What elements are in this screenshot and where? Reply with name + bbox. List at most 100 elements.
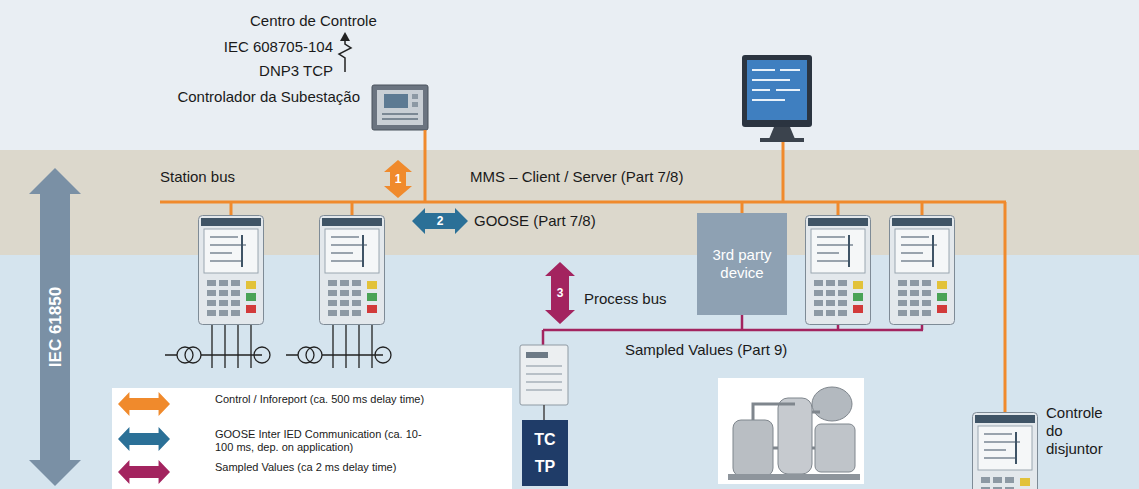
protocol-label: Sampled Values (Part 9): [625, 341, 787, 359]
current-transformer-symbols-part: [212, 325, 251, 368]
device-label-slot: Controlador da Subestação: [177, 88, 360, 106]
hmi-monitor-part: [747, 60, 807, 120]
iec61850-arrow-part: [29, 168, 81, 486]
merging-unit: [520, 345, 568, 420]
legend-entry: Control / Inforeport (ca. 500 ms delay t…: [215, 393, 430, 406]
background-bands-part: [0, 0, 1139, 150]
current-transformer-symbols-part: [165, 354, 262, 355]
hmi-monitor-part: [742, 55, 812, 127]
bus-label-slot: Process bus: [584, 290, 667, 308]
ied-devices-part: [890, 216, 955, 325]
current-transformer-symbols-part: [333, 325, 372, 368]
ied-devices-part: [806, 216, 871, 325]
standard-label-slot: IEC 61850: [47, 287, 64, 367]
substation-controller: [372, 85, 428, 130]
callout-number-slot: 1: [395, 173, 402, 185]
callout-number: 2: [437, 215, 444, 227]
switchgear-illustration: [718, 378, 864, 484]
location-label-slot: Centro de Controle: [250, 12, 377, 30]
substation-controller-part: [382, 114, 418, 119]
switchgear-illustration-part: [753, 404, 820, 448]
station-bus-wiring-part: [1004, 202, 1007, 412]
device-label: Controlador da Subestação: [177, 88, 360, 106]
station-bus-wiring-part: [921, 202, 924, 215]
switchgear-illustration-part: [728, 474, 860, 480]
callout-arrows-part: [412, 208, 468, 234]
ied-devices-part: [973, 413, 1038, 489]
node-text: 3rd party device: [701, 246, 783, 282]
protocol-label-slot: MMS – Client / Server (Part 7/8): [470, 168, 683, 186]
background-bands-part: [0, 255, 1139, 489]
iec61850-arrow: [29, 168, 81, 486]
process-bus-wiring-part: [542, 330, 545, 345]
process-bus-wiring-part: [543, 329, 923, 332]
current-transformer-symbols-part: [375, 347, 391, 363]
ied-devices: [199, 216, 1038, 489]
control-center-link: [339, 32, 351, 72]
substation-controller-part: [412, 94, 418, 99]
process-bus-wiring-part: [921, 325, 924, 330]
station-bus-wiring-part: [424, 130, 427, 202]
process-bus-wiring-part: [741, 315, 744, 330]
current-transformer-symbols-part: [185, 347, 201, 363]
callout-number: 1: [395, 173, 402, 185]
substation-controller-part: [384, 94, 408, 108]
device-box: 3rd party device: [697, 213, 787, 315]
hmi-monitor: [742, 55, 812, 142]
instrument-transformer-box: TCTP: [522, 420, 568, 486]
legend-text: Sampled Values (ca 2 ms delay time): [215, 461, 430, 474]
current-transformer-symbols-part: [254, 347, 270, 363]
device-label: Controle do disjuntor: [1046, 404, 1118, 458]
hmi-monitor-part: [760, 138, 804, 142]
current-transformer-symbols: [165, 325, 391, 368]
bus-label-slot: Station bus: [160, 168, 235, 186]
background-bands-part: [0, 150, 1139, 255]
protocol-label: DNP3 TCP: [259, 62, 333, 80]
callout-number-slot: 3: [557, 287, 564, 299]
station-bus-wiring-part: [230, 202, 233, 215]
current-transformer-symbols-part: [286, 354, 383, 355]
hmi-monitor-part: [752, 70, 800, 100]
callout-arrows-part: [545, 262, 575, 324]
protocol-label-slot: IEC 608705-104: [224, 38, 333, 56]
station-bus-wiring-part: [741, 202, 744, 213]
merging-unit-part: [520, 345, 568, 405]
switchgear-illustration-part: [718, 378, 864, 484]
hmi-monitor-part: [769, 127, 795, 139]
station-bus-wiring-part: [782, 142, 785, 202]
station-bus-wiring-part: [351, 202, 354, 215]
station-bus-wiring-part: [160, 201, 1006, 204]
ied-devices-part: [320, 216, 385, 325]
ied-devices-part: [199, 216, 264, 325]
protocol-label: MMS – Client / Server (Part 7/8): [470, 168, 683, 186]
protocol-label-slot: GOOSE (Part 7/8): [474, 212, 596, 230]
callout-arrows-part: [384, 160, 412, 198]
callout-number: 3: [557, 287, 564, 299]
bus-label: Process bus: [584, 290, 667, 308]
legend-entry: Sampled Values (ca 2 ms delay time): [215, 461, 430, 474]
protocol-label-slot: Sampled Values (Part 9): [625, 341, 787, 359]
protocol-label: GOOSE (Part 7/8): [474, 212, 596, 230]
station-bus-wiring-part: [837, 202, 840, 215]
merging-unit-part: [543, 405, 545, 420]
legend-text: Control / Inforeport (ca. 500 ms delay t…: [215, 393, 430, 406]
switchgear-illustration-part: [733, 420, 773, 476]
node-text: TP: [535, 453, 555, 480]
current-transformer-symbols-part: [306, 347, 322, 363]
device-label-slot: Controle do disjuntor: [1046, 404, 1118, 458]
location-label: Centro de Controle: [250, 12, 377, 30]
substation-controller-part: [377, 90, 423, 125]
control-center-link-part: [339, 40, 351, 72]
legend-entry: GOOSE Inter IED Communication (ca. 10-10…: [215, 428, 430, 453]
legend-text: GOOSE Inter IED Communication (ca. 10-10…: [215, 428, 430, 453]
station-bus-wiring: [160, 130, 1006, 412]
standard-label: IEC 61850: [47, 287, 64, 367]
node-text: TC: [534, 426, 555, 453]
merging-unit-part: [526, 352, 548, 358]
switchgear-illustration-part: [812, 387, 852, 421]
switchgear-illustration-part: [815, 424, 855, 472]
control-center-link-part: [340, 32, 350, 41]
callout-number-slot: 2: [437, 215, 444, 227]
